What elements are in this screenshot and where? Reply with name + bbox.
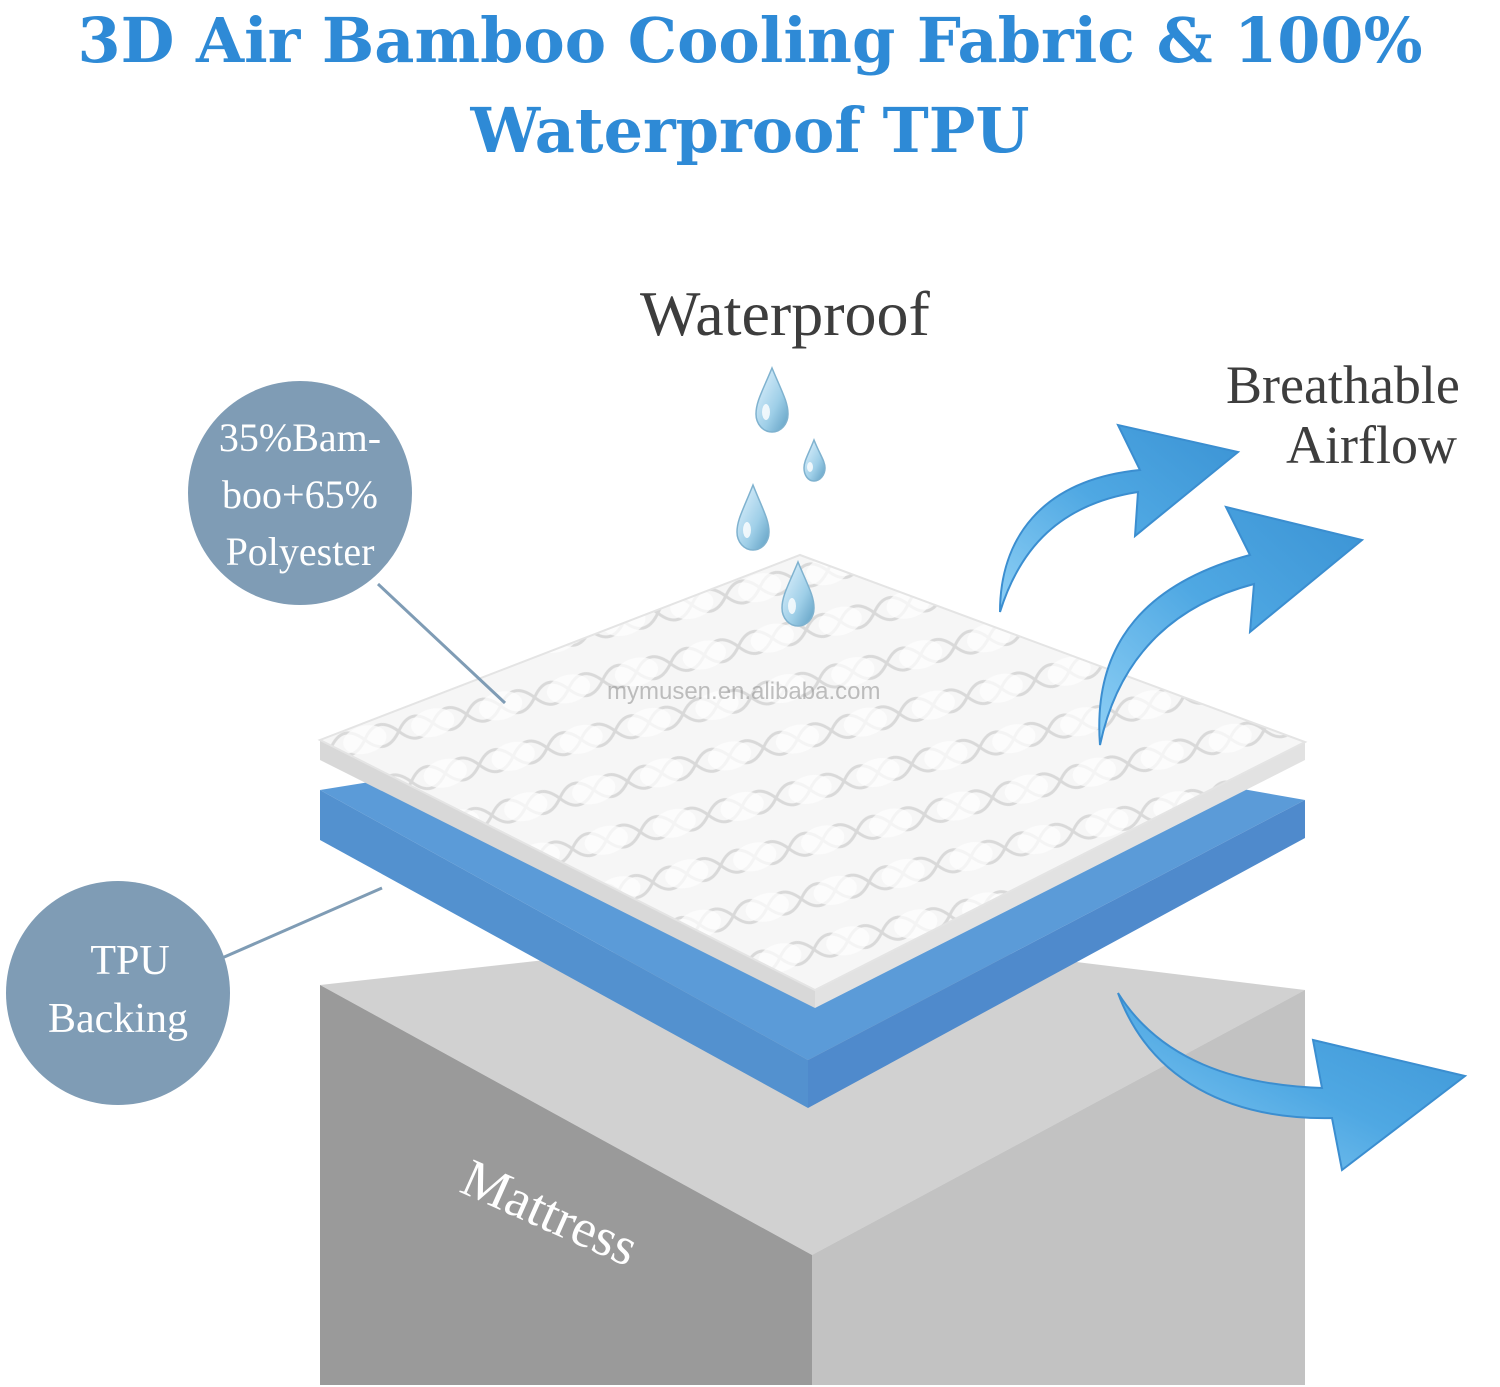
water-drop-icon [803, 437, 826, 482]
water-drop-icon [781, 560, 815, 627]
title-line-2: Waterproof TPU [470, 94, 1030, 167]
tpu-leader-line [221, 886, 383, 960]
fabric-layer [317, 553, 1308, 1008]
fabric-top [317, 553, 1308, 992]
breathable-label: Breathable [1226, 355, 1460, 415]
fabric-bubble [188, 381, 412, 605]
tpu-backing-line-1: TPU [90, 938, 170, 984]
airflow-label: Airflow [1286, 415, 1457, 475]
mattress-left-face [320, 985, 812, 1385]
tpu-layer-left-edge [320, 790, 808, 1108]
watermark: mymusen.en.alibaba.com [607, 678, 881, 705]
tpu-backing-line-2: Backing [48, 996, 188, 1042]
fabric-composition-line-2: boo+65% [222, 472, 378, 517]
water-drop-icon [755, 366, 789, 433]
waterproof-label: Waterproof [640, 278, 930, 349]
water-drop-icon [736, 482, 770, 551]
fabric-leader-line [376, 582, 507, 705]
fabric-left-edge [320, 740, 815, 1008]
fabric-composition-line-3: Polyester [225, 529, 375, 574]
title-line-1: 3D Air Bamboo Cooling Fabric & 100% [77, 4, 1423, 77]
mattress-right-face [812, 990, 1305, 1385]
curved-arrow-icon [1098, 505, 1365, 746]
curved-arrow-icon [1117, 992, 1468, 1172]
fabric-composition-line-1: 35%Bam- [218, 415, 382, 460]
tpu-bubble [6, 881, 230, 1105]
tpu-layer-right-edge [808, 800, 1305, 1108]
fabric-right-edge [815, 742, 1305, 1008]
curved-arrow-icon [999, 423, 1241, 613]
